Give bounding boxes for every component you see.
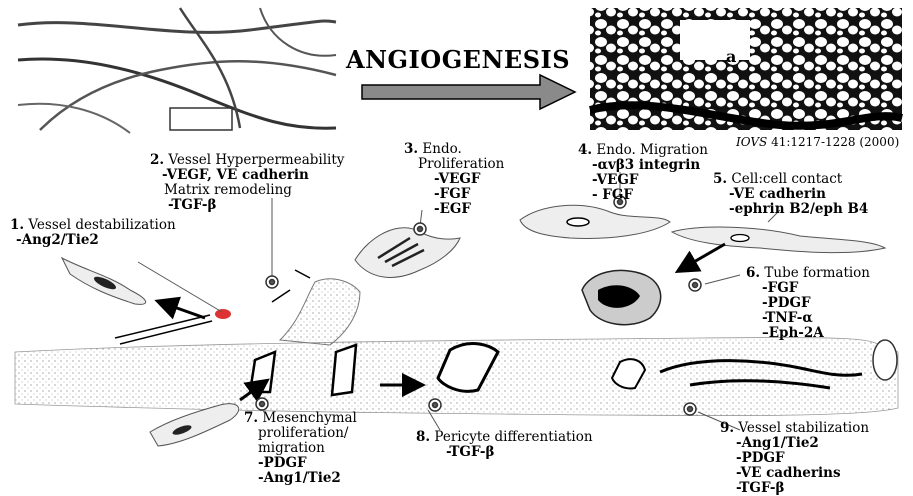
citation: IOVS 41:1217-1228 (2000) xyxy=(735,135,899,149)
step-1-label: 1. Vessel destabilization -Ang2/Tie2 xyxy=(10,218,176,248)
diagram-title: ANGIOGENESIS xyxy=(345,45,570,74)
step-5-label: 5. Cell:cell contact -VE cadherin -ephri… xyxy=(713,172,868,217)
step-7-label: 7. Mesenchymal proliferation/ migration … xyxy=(244,411,368,486)
step-3-label: 3. Endo. Proliferation -VEGF -FGF -EGF xyxy=(404,142,504,217)
citation-journal: IOVS xyxy=(735,135,767,149)
step-4-label: 4. Endo. Migration -αvβ3 integrin -VEGF … xyxy=(578,143,708,203)
citation-ref: 41:1217-1228 (2000) xyxy=(771,135,899,149)
step-8-label: 8. Pericyte differentiation -TGF-β xyxy=(416,430,593,460)
thin-lines xyxy=(115,270,310,344)
angiogenesis-arrow xyxy=(362,75,575,109)
angiogenic-vessel-micrograph: a xyxy=(590,8,902,130)
step-9-label: 9. Vessel stabilization -Ang1/Tie2 -PDGF… xyxy=(720,421,869,496)
ang2-marker xyxy=(215,309,231,319)
micrograph-label: a xyxy=(726,47,736,66)
quiescent-vessel-micrograph xyxy=(18,8,336,133)
step-6-label: 6. Tube formation -FGF -PDGF -TNF-α –Eph… xyxy=(746,266,870,341)
step-2-label: 2. Vessel Hyperpermeability -VEGF, VE ca… xyxy=(150,153,344,213)
